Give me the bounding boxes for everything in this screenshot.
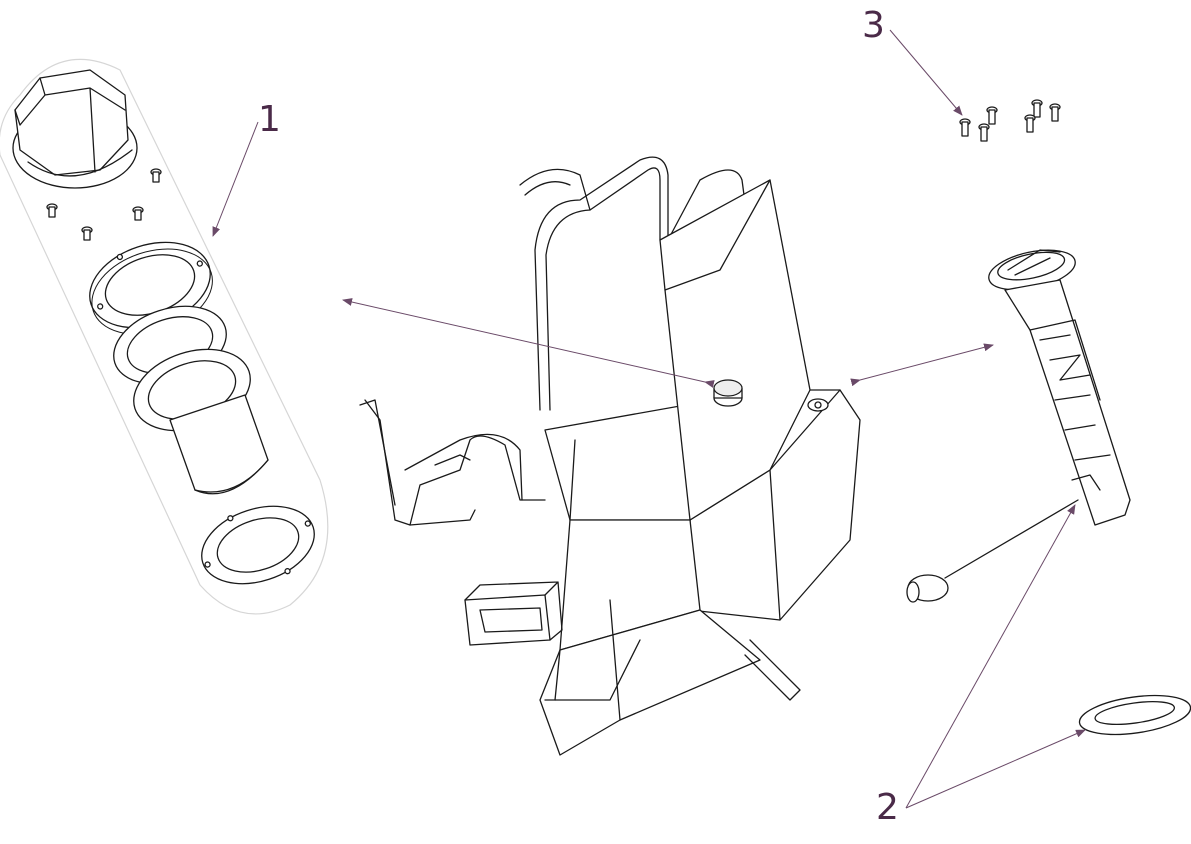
explode-arrow-left xyxy=(342,298,715,388)
explode-arrow-right xyxy=(850,343,994,387)
cap-screws xyxy=(46,168,162,241)
tank-bracket-box xyxy=(464,581,563,646)
float xyxy=(906,574,949,603)
fuel-level-sender xyxy=(906,249,1191,736)
float-rod xyxy=(944,499,1079,579)
octagonal-cap xyxy=(12,69,138,189)
screw-set xyxy=(959,99,1061,142)
sender-gasket xyxy=(1078,694,1191,736)
callout-label-3: 3 xyxy=(862,5,885,46)
sender-port xyxy=(807,398,829,412)
leader-3 xyxy=(889,29,963,116)
sender-housing xyxy=(1004,279,1131,526)
tank-roll-bar xyxy=(534,156,771,411)
callout-label-2: 2 xyxy=(876,787,899,828)
callout-label-1: 1 xyxy=(258,99,281,140)
leader-2a xyxy=(905,504,1076,809)
leader-lines xyxy=(212,29,1086,809)
leader-2b xyxy=(905,729,1086,809)
tank-frame-assembly xyxy=(359,156,861,756)
tank-left-arm xyxy=(364,399,546,526)
assembly-group-outline xyxy=(0,58,329,615)
leader-1 xyxy=(212,121,259,237)
filler-cap-assembly xyxy=(0,58,329,615)
tank-fuel-cap xyxy=(713,379,743,407)
filler-tube xyxy=(169,394,269,495)
bottom-flange xyxy=(201,505,315,585)
